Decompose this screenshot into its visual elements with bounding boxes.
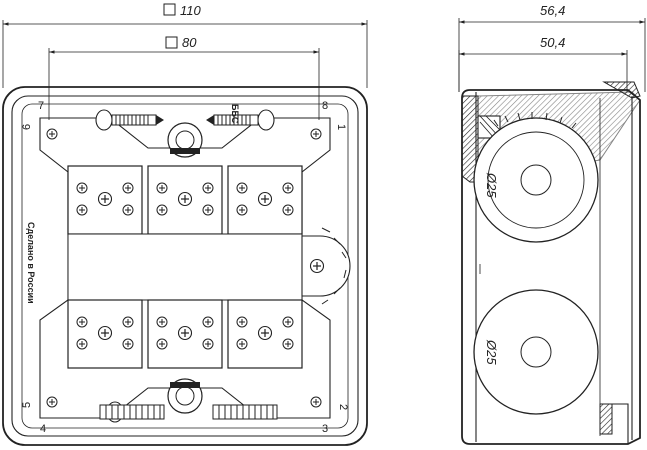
terminal-block-row-top	[67, 165, 303, 235]
bottom-screw-left	[99, 401, 165, 423]
top-screw-right: ББС	[206, 104, 275, 131]
terminal-block	[147, 165, 223, 235]
corner-screw-top-left	[46, 128, 58, 140]
dimension-mount-spacing: 80	[48, 35, 320, 120]
terminal-block	[227, 165, 303, 235]
terminal-block	[67, 165, 143, 235]
mounting-plate	[39, 117, 331, 419]
made-in-label: Сделано в России	[26, 222, 36, 304]
terminal-block-row-bottom	[67, 299, 303, 369]
dimension-80-label: 80	[182, 35, 197, 50]
gland-bottom-diameter-label: Ø25	[484, 339, 499, 365]
box-outer-outline	[2, 86, 368, 446]
dimension-56-4-label: 56,4	[540, 3, 565, 18]
terminal-block	[147, 299, 223, 369]
ground-clamp	[301, 227, 351, 305]
bottom-screw-right	[212, 404, 278, 420]
front-view: 110 80 ББС	[2, 3, 368, 446]
corner-number-5: 5	[21, 402, 33, 408]
top-boss	[167, 122, 203, 158]
cable-gland-bottom: Ø25	[473, 289, 599, 415]
dimension-side-body-depth: 50,4	[458, 35, 628, 92]
box-inner-outline	[11, 95, 359, 437]
side-latch	[599, 403, 629, 444]
dimension-overall-width: 110	[2, 3, 368, 88]
side-view: 56,4 50,4 Ø25	[458, 3, 646, 445]
square-symbol-icon	[165, 36, 178, 49]
corner-number-4: 4	[40, 423, 46, 435]
corner-number-1: 1	[335, 124, 347, 130]
cable-gland-top: Ø25	[473, 112, 599, 243]
corner-number-3: 3	[322, 423, 328, 435]
corner-number-8: 8	[322, 100, 328, 112]
top-screw-left	[95, 109, 164, 131]
corner-number-6: 6	[21, 124, 33, 130]
terminal-block	[227, 299, 303, 369]
dimension-110-label: 110	[180, 3, 201, 18]
corner-number-7: 7	[38, 100, 44, 112]
square-symbol-icon	[163, 3, 176, 16]
corner-screw-bottom-right	[310, 396, 322, 408]
terminal-separator-bar	[67, 233, 303, 301]
terminal-block	[67, 299, 143, 369]
corner-screw-bottom-left	[46, 396, 58, 408]
corner-screw-top-right	[310, 128, 322, 140]
dimension-50-4-label: 50,4	[540, 35, 565, 50]
screw-marking-label: ББС	[230, 104, 240, 124]
gland-top-diameter-label: Ø25	[484, 172, 499, 198]
side-body-outline	[461, 89, 641, 445]
corner-number-2: 2	[337, 404, 349, 410]
bottom-boss	[167, 378, 203, 414]
